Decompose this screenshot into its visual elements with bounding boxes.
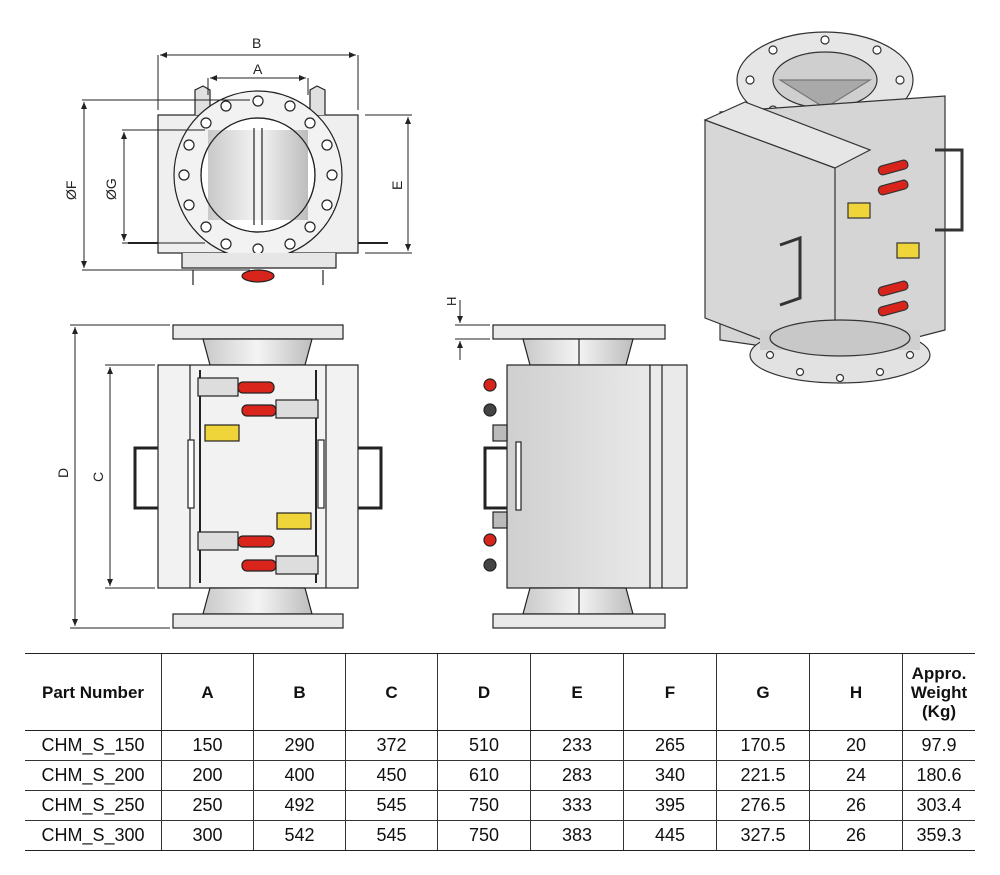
header-a: A	[161, 653, 254, 731]
header-d: D	[437, 653, 531, 731]
cell-f: 265	[623, 730, 717, 761]
cell-part-number: CHM_S_250	[25, 790, 162, 821]
dim-label-a: A	[253, 61, 263, 77]
cell-e: 283	[530, 760, 624, 791]
header-f: F	[623, 653, 717, 731]
dim-label-g: ØG	[103, 178, 119, 200]
cell-g: 221.5	[716, 760, 810, 791]
dim-label-c: C	[90, 472, 106, 482]
cell-a: 300	[161, 820, 254, 851]
cell-d: 610	[437, 760, 531, 791]
cell-part-number: CHM_S_300	[25, 820, 162, 851]
front-view	[133, 324, 383, 629]
cell-c: 372	[345, 730, 438, 761]
dim-label-d: D	[55, 468, 71, 478]
dim-label-b: B	[252, 35, 261, 51]
cell-h: 20	[809, 730, 903, 761]
cell-a: 150	[161, 730, 254, 761]
cell-c: 545	[345, 820, 438, 851]
cell-weight: 303.4	[902, 790, 975, 821]
header-h: H	[809, 653, 903, 731]
table-header-row: Part Number A B C D E F G H Appro. Weigh…	[25, 653, 975, 731]
table-row: CHM_S_150 150 290 372 510 233 265 170.5 …	[25, 730, 975, 761]
cell-d: 750	[437, 820, 531, 851]
dim-label-h: H	[444, 297, 459, 306]
table-row: CHM_S_250 250 492 545 750 333 395 276.5 …	[25, 790, 975, 821]
spec-table: Part Number A B C D E F G H Appro. Weigh…	[25, 653, 975, 851]
cell-e: 383	[530, 820, 624, 851]
cell-b: 290	[253, 730, 346, 761]
header-g: G	[716, 653, 810, 731]
header-weight: Appro. Weight (Kg)	[902, 653, 975, 731]
cell-part-number: CHM_S_150	[25, 730, 162, 761]
cell-h: 24	[809, 760, 903, 791]
cell-f: 340	[623, 760, 717, 791]
front-view-dimensions	[70, 324, 170, 629]
cell-c: 545	[345, 790, 438, 821]
header-e: E	[530, 653, 624, 731]
cell-h: 26	[809, 820, 903, 851]
side-view	[483, 324, 688, 629]
cell-d: 750	[437, 790, 531, 821]
top-view-dimensions	[81, 52, 412, 271]
cell-g: 276.5	[716, 790, 810, 821]
cell-weight: 359.3	[902, 820, 975, 851]
cell-g: 327.5	[716, 820, 810, 851]
cell-f: 395	[623, 790, 717, 821]
cell-h: 26	[809, 790, 903, 821]
cell-b: 542	[253, 820, 346, 851]
cell-weight: 180.6	[902, 760, 975, 791]
table-row: CHM_S_200 200 400 450 610 283 340 221.5 …	[25, 760, 975, 791]
header-b: B	[253, 653, 346, 731]
cell-a: 200	[161, 760, 254, 791]
header-c: C	[345, 653, 438, 731]
header-part-number: Part Number	[25, 653, 162, 731]
isometric-view	[703, 31, 964, 384]
cell-c: 450	[345, 760, 438, 791]
dim-label-e: E	[389, 181, 405, 190]
dim-label-f: ØF	[63, 181, 79, 200]
cell-d: 510	[437, 730, 531, 761]
cell-g: 170.5	[716, 730, 810, 761]
cell-weight: 97.9	[902, 730, 975, 761]
cell-e: 333	[530, 790, 624, 821]
top-view	[128, 85, 388, 285]
cell-a: 250	[161, 790, 254, 821]
technical-drawing: B A ØF ØG E	[55, 31, 964, 629]
cell-e: 233	[530, 730, 624, 761]
cell-part-number: CHM_S_200	[25, 760, 162, 791]
table-row: CHM_S_300 300 542 545 750 383 445 327.5 …	[25, 820, 975, 851]
side-view-dimensions	[455, 300, 490, 360]
cell-f: 445	[623, 820, 717, 851]
cell-b: 400	[253, 760, 346, 791]
cell-b: 492	[253, 790, 346, 821]
